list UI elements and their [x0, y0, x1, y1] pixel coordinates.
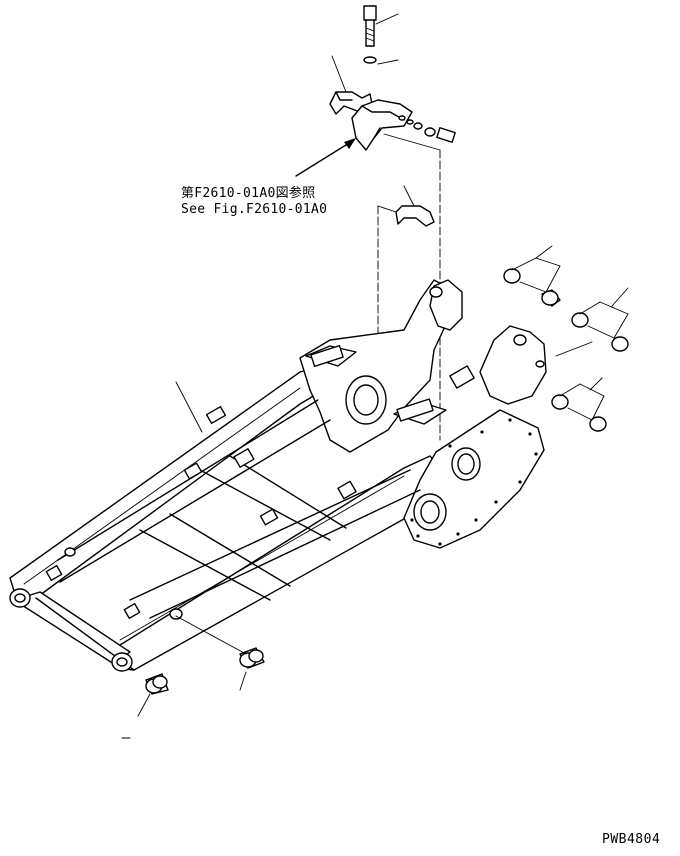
bushing-set-top [503, 245, 561, 307]
bracket-dashed-line [377, 205, 397, 351]
leader-line-bolt [375, 13, 399, 25]
top-bolt [363, 5, 377, 47]
drawing-code: PWB4804 [602, 832, 661, 847]
figure-reference-japanese: 第F2610-01A0図参照 [181, 186, 316, 201]
middle-cap [395, 185, 435, 227]
bushing-set-low [551, 377, 607, 432]
arrow-icon [295, 138, 356, 177]
leader-line-plate [555, 341, 593, 357]
upper-bracket [351, 99, 456, 151]
leader-line-washer [377, 59, 399, 65]
top-washer [363, 56, 377, 64]
bushing-set-mid [571, 287, 629, 352]
main-frame [9, 279, 547, 671]
lower-bushing-right [175, 615, 265, 691]
frame-details [9, 286, 545, 672]
figure-reference-english: See Fig.F2610-01A0 [181, 202, 328, 217]
lower-bushing-left [121, 673, 169, 739]
leader-line-right-bolts [383, 133, 441, 151]
leader-line-frame [175, 381, 203, 433]
